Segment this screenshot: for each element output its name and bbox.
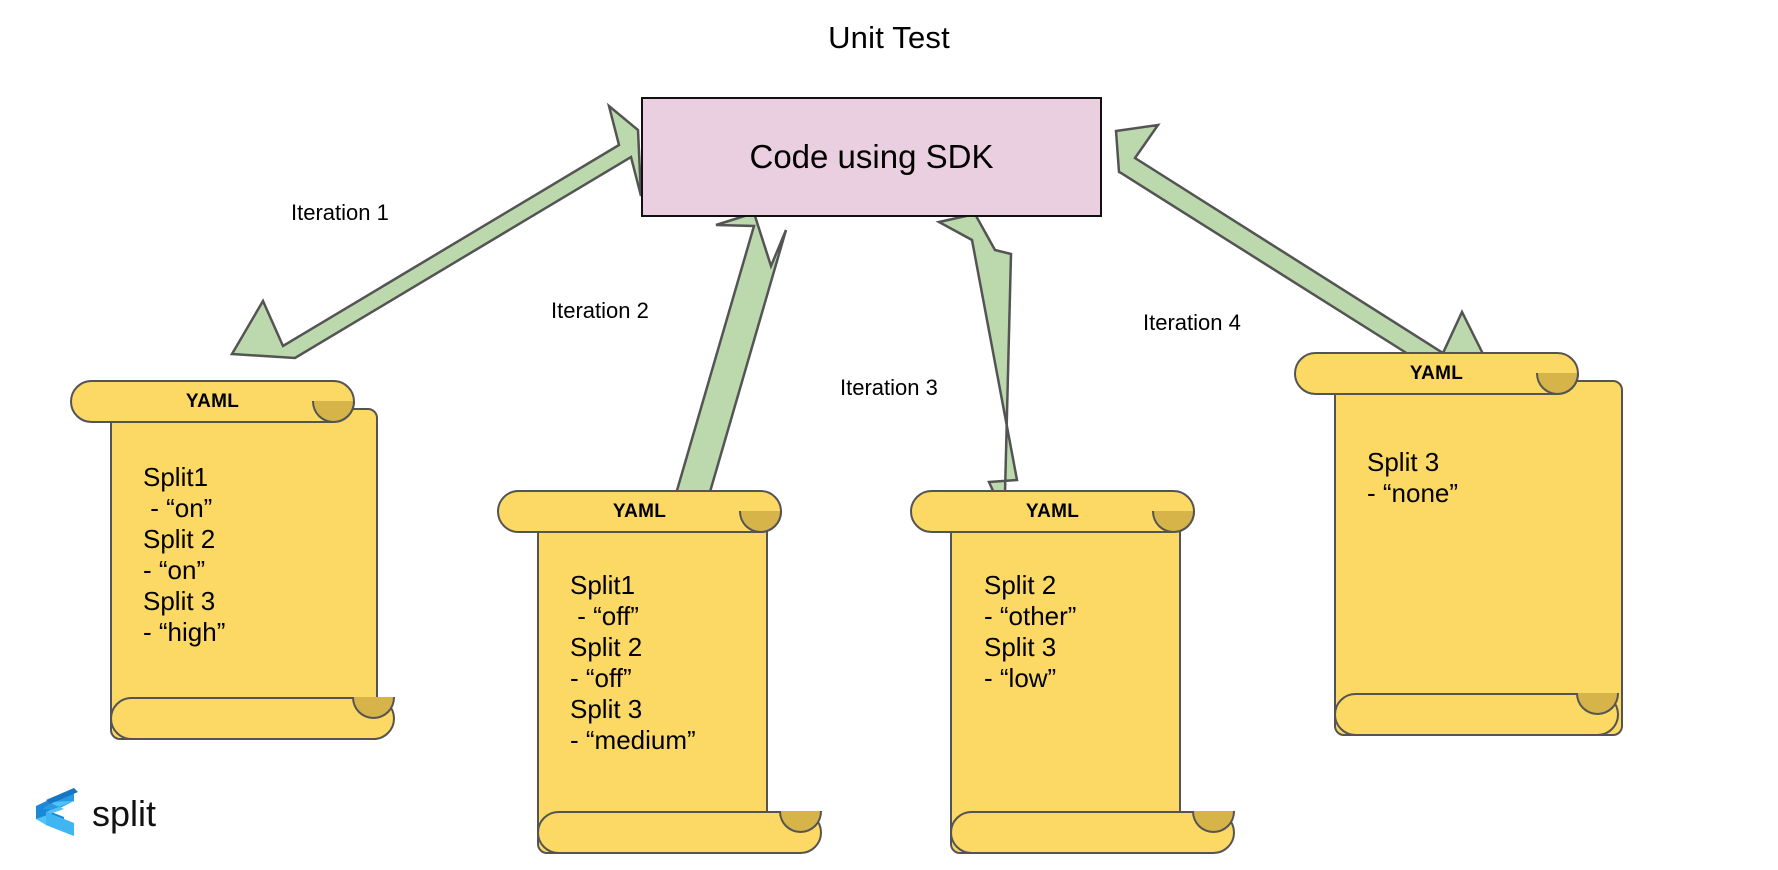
yaml-scroll-2-top-roll: YAML — [497, 490, 782, 533]
iteration-3-arrow — [935, 212, 1046, 524]
split-logomark-icon — [36, 788, 78, 836]
split-wordmark: split — [92, 793, 156, 834]
yaml-scroll-2-body — [537, 518, 768, 854]
iteration-4-arrow — [1114, 123, 1492, 368]
yaml-scroll-1-top-roll: YAML — [70, 380, 355, 423]
yaml-scroll-4-bottom-roll — [1334, 693, 1619, 736]
code-using-sdk-label: Code using SDK — [749, 138, 994, 175]
yaml-scroll-3-title: YAML — [1025, 500, 1080, 522]
iteration-1-arrow — [229, 102, 643, 360]
code-using-sdk-box[interactable]: Code using SDK — [641, 97, 1102, 217]
yaml-scroll-2-title: YAML — [612, 500, 667, 522]
yaml-scroll-1-title: YAML — [185, 390, 240, 412]
yaml-scroll-3-text: Split 2 - “other” Split 3 - “low” — [984, 570, 1077, 693]
yaml-scroll-4-top-roll: YAML — [1294, 352, 1579, 395]
yaml-scroll-1-text: Split1 - “on” Split 2 - “on” Split 3 - “… — [143, 462, 226, 647]
yaml-scroll-2-bottom-roll — [537, 811, 822, 854]
split-logo: split — [34, 784, 184, 840]
iteration-2-arrow — [642, 211, 788, 537]
iteration-4-label: Iteration 4 — [1143, 310, 1241, 335]
yaml-scroll-3-bottom-roll — [950, 811, 1235, 854]
yaml-scroll-4-body — [1334, 380, 1623, 736]
yaml-scroll-1-bottom-roll — [110, 697, 395, 740]
iteration-2-label: Iteration 2 — [551, 298, 649, 323]
yaml-scroll-4-text: Split 3 - “none” — [1367, 447, 1459, 508]
page-title: Unit Test — [828, 20, 950, 55]
yaml-scroll-2-text: Split1 - “off” Split 2 - “off” Split 3 -… — [570, 570, 696, 755]
yaml-scroll-3-body — [950, 518, 1181, 854]
yaml-scroll-3-top-roll: YAML — [910, 490, 1195, 533]
iteration-3-label: Iteration 3 — [840, 375, 938, 400]
iteration-1-label: Iteration 1 — [291, 200, 389, 225]
split-logo-svg: split — [36, 788, 156, 836]
yaml-scroll-4-title: YAML — [1409, 362, 1464, 384]
